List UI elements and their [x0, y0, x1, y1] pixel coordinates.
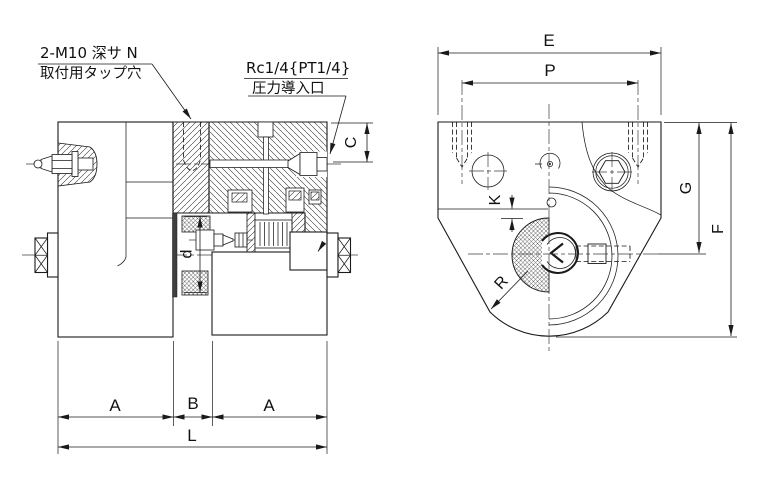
- through-hole: [469, 152, 507, 190]
- tap-note-line1: 2-M10 深サ N: [40, 44, 138, 62]
- pin-hole: [546, 197, 557, 208]
- annotations: 2-M10 深サ N 取付用タップ穴 Rc1/4{PT1/4} 圧力導入口: [38, 44, 350, 155]
- dim-label-d: d: [179, 250, 196, 259]
- friction-disc-half: [511, 217, 550, 293]
- seal-ring: [310, 191, 320, 201]
- dim-label-a-left: A: [109, 396, 121, 415]
- right-shaft-stub: [326, 232, 352, 278]
- dim-label-k: K: [487, 194, 504, 205]
- vertical-channel: [263, 136, 269, 215]
- dim-label-f: F: [710, 224, 727, 234]
- tap-note-line2: 取付用タップ穴: [40, 65, 142, 82]
- port-note-line2: 圧力導入口: [252, 80, 325, 97]
- front-view: [437, 80, 662, 352]
- surface-mark-arrow: [317, 240, 327, 252]
- bearing-boss: [289, 231, 328, 271]
- dim-label-e: E: [543, 31, 554, 50]
- separator-plate: [172, 212, 178, 298]
- dim-label-b: B: [187, 394, 198, 413]
- seal-ring: [288, 190, 302, 201]
- dim-label-c: C: [343, 137, 360, 149]
- shaft-bore: [541, 232, 579, 274]
- dim-label-g: G: [678, 182, 695, 194]
- friction-lining-lower: [181, 270, 209, 296]
- vertical-channel-top: [257, 121, 274, 138]
- housing-left-column: [172, 121, 210, 214]
- port-note-leader: [329, 95, 347, 155]
- top-port-feature: [535, 152, 561, 169]
- front-housing-outline: [437, 121, 662, 337]
- dim-label-l: L: [187, 426, 196, 445]
- hex-socket-bolt: [592, 152, 632, 192]
- tapped-hole-hidden: [183, 122, 201, 171]
- dim-label-p: P: [544, 61, 555, 80]
- boss-contour: [581, 121, 662, 216]
- dim-label-a-right: A: [263, 396, 275, 415]
- grease-nipple: [33, 151, 94, 177]
- section-view: [22, 121, 358, 338]
- pressure-inlet-fitting: [287, 151, 328, 177]
- left-shaft-stub: [34, 232, 59, 278]
- port-note-line1: Rc1/4{PT1/4}: [246, 59, 350, 77]
- pressure-passage: [209, 159, 297, 168]
- bore-inner-circle: [548, 192, 613, 320]
- bore-outer-circle: [548, 186, 619, 326]
- tap-hole-right-hidden: [628, 80, 648, 184]
- tap-note-leader: [151, 63, 192, 120]
- radius-leader: [490, 270, 529, 310]
- seal-ring: [231, 192, 248, 203]
- tap-hole-left-hidden: [452, 80, 472, 184]
